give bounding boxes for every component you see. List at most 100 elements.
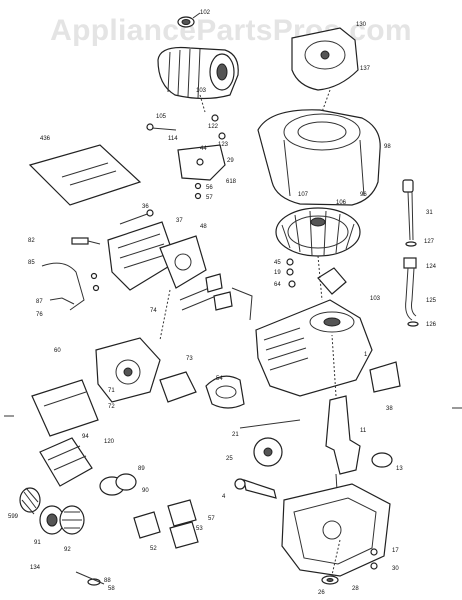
label-camshaft: 25 xyxy=(226,456,233,462)
label-cover-top: 130 xyxy=(356,22,367,28)
label-linkage-87: 87 xyxy=(36,299,43,305)
oil-seal[interactable] xyxy=(321,575,339,585)
leader-lines xyxy=(4,89,462,576)
drain-plug[interactable] xyxy=(370,548,378,570)
label-plate-53: 53 xyxy=(196,526,203,532)
label-flywheel-key: 96 xyxy=(360,192,367,198)
label-head-bolt: 36 xyxy=(142,204,149,210)
label-oil-fill: 17 xyxy=(392,548,399,554)
label-linkage-76: 76 xyxy=(36,312,43,318)
label-muffler-120: 120 xyxy=(104,439,115,445)
label-ring-103: 103 xyxy=(370,296,381,302)
label-air-cleaner-body: 103 xyxy=(196,88,207,94)
label-screw-57: 57 xyxy=(206,195,213,201)
spark-plug[interactable] xyxy=(71,237,101,245)
label-plug-58: 58 xyxy=(108,586,115,592)
filter-element[interactable] xyxy=(39,505,85,535)
label-muffler-shield: 94 xyxy=(82,434,89,440)
label-filter-91: 91 xyxy=(34,540,41,546)
cylinder-block[interactable] xyxy=(255,299,373,397)
connecting-rod[interactable] xyxy=(234,478,277,499)
air-cleaner-screw[interactable] xyxy=(146,123,177,131)
label-filter-599: 599 xyxy=(8,514,19,520)
governor-linkage[interactable] xyxy=(41,262,100,311)
gasket-plates[interactable] xyxy=(133,499,199,549)
label-washer-56: 56 xyxy=(206,185,213,191)
carburetor[interactable] xyxy=(95,337,197,403)
muffler-shield[interactable] xyxy=(31,379,99,437)
label-valve-74: 74 xyxy=(150,308,157,314)
label-bracket-618: 618 xyxy=(226,179,237,185)
label-plate-57: 57 xyxy=(208,516,215,522)
label-wire-85: 85 xyxy=(28,260,35,266)
camshaft[interactable] xyxy=(239,419,301,467)
label-crankshaft: 11 xyxy=(360,428,367,434)
label-dipstick: 31 xyxy=(426,210,433,216)
base-sump[interactable] xyxy=(281,483,391,577)
label-dipstick-seal: 127 xyxy=(424,239,435,245)
label-base-sump: 28 xyxy=(352,586,359,592)
label-gear-21: 21 xyxy=(232,432,239,438)
label-tube-126: 126 xyxy=(426,322,437,328)
dipstick[interactable] xyxy=(402,179,417,247)
muffler[interactable] xyxy=(39,437,93,487)
head-bolt[interactable] xyxy=(119,209,154,225)
label-screw-30: 30 xyxy=(392,566,399,572)
label-cap-89: 89 xyxy=(138,466,145,472)
label-air-cleaner-cap: 102 xyxy=(200,10,211,16)
label-manual: 436 xyxy=(40,136,51,142)
head-gasket[interactable] xyxy=(159,235,207,289)
deflector[interactable] xyxy=(369,361,401,393)
caps-88-90[interactable] xyxy=(87,473,137,586)
label-plate-52: 52 xyxy=(150,546,157,552)
label-carb-73: 73 xyxy=(186,356,193,362)
intake-elbow[interactable] xyxy=(205,375,245,409)
filter-screen[interactable] xyxy=(19,487,41,515)
label-intake-54: 54 xyxy=(216,376,223,382)
air-cleaner-body[interactable] xyxy=(157,46,239,100)
label-filter-134: 134 xyxy=(30,565,41,571)
label-tube-124: 124 xyxy=(426,264,437,270)
label-carb-60: 60 xyxy=(54,348,61,354)
label-flywheel: 107 xyxy=(298,192,309,198)
label-spark-plug: 82 xyxy=(28,238,35,244)
label-cover-bracket: 137 xyxy=(360,66,371,72)
label-connecting-rod: 4 xyxy=(222,494,226,500)
label-clip-45: 45 xyxy=(274,260,281,266)
label-screw-123: 123 xyxy=(218,142,229,148)
owners-manual[interactable] xyxy=(28,144,142,206)
label-cylinder-head: 37 xyxy=(176,218,183,224)
label-filter-92: 92 xyxy=(64,547,71,553)
flywheel-clips[interactable] xyxy=(286,258,347,295)
label-flywheel-nut: 106 xyxy=(336,200,347,206)
label-breather: 114 xyxy=(168,136,178,142)
plug-58[interactable] xyxy=(75,571,105,585)
label-cap-88: 88 xyxy=(104,578,111,584)
label-screw-122: 122 xyxy=(208,124,219,130)
mounting-bracket[interactable] xyxy=(177,144,226,181)
air-cleaner-cap[interactable] xyxy=(177,16,195,28)
flywheel[interactable] xyxy=(275,207,361,257)
oil-fill-tube[interactable] xyxy=(403,257,419,327)
blower-housing[interactable] xyxy=(257,109,381,206)
label-seal-26: 26 xyxy=(318,590,325,596)
label-air-cleaner-screw: 105 xyxy=(156,114,167,120)
label-bracket-29: 29 xyxy=(227,158,234,164)
label-piston: 13 xyxy=(396,466,403,472)
label-deflector-38: 38 xyxy=(386,406,393,412)
label-cover-large: 98 xyxy=(384,144,391,150)
cylinder-head[interactable] xyxy=(107,221,177,291)
label-clip-19: 19 xyxy=(274,270,281,276)
valves[interactable] xyxy=(179,273,253,321)
top-cover[interactable] xyxy=(291,27,359,91)
label-clip-64: 64 xyxy=(274,282,281,288)
screws-122-123[interactable] xyxy=(211,114,226,140)
label-gasket-48: 48 xyxy=(200,224,207,230)
label-bracket-44: 44 xyxy=(200,146,207,152)
label-carb-71: 71 xyxy=(108,388,115,394)
label-tube-125: 125 xyxy=(426,298,437,304)
label-cylinder-block: 1 xyxy=(364,352,368,358)
label-carb-72: 72 xyxy=(108,404,115,410)
piston[interactable] xyxy=(371,452,393,468)
